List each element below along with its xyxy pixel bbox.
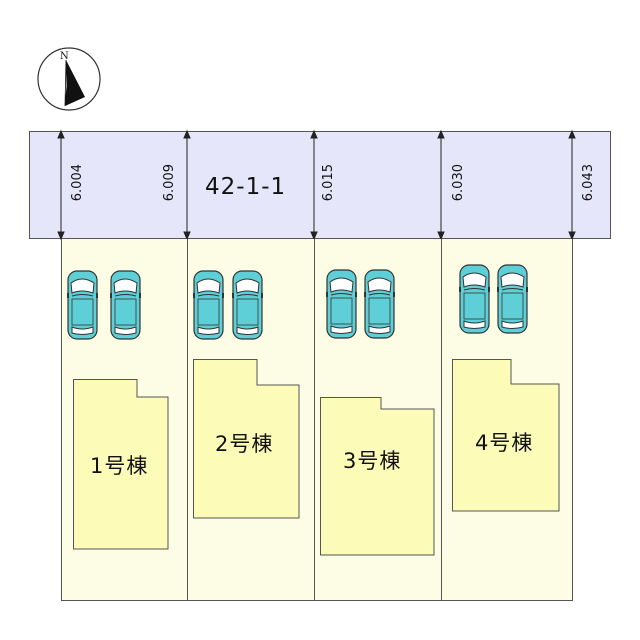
house-label-2: 2号棟 <box>215 432 274 456</box>
compass-north-label: N <box>60 51 69 62</box>
car-icon <box>459 264 490 334</box>
house-footprint-2 <box>193 359 300 519</box>
car-icon <box>193 270 224 340</box>
house-footprint-1 <box>73 379 169 550</box>
car-icon <box>364 269 395 339</box>
road-label: 42-1-1 <box>205 174 287 200</box>
car-icon <box>497 264 528 334</box>
road-area <box>29 131 611 239</box>
road-width-label: 6.043 <box>581 164 596 202</box>
car-icon <box>326 269 357 339</box>
road-width-label: 6.009 <box>162 164 177 202</box>
house-label-3: 3号棟 <box>343 449 402 473</box>
car-icon <box>67 270 98 340</box>
road-width-label: 6.004 <box>70 164 85 202</box>
house-label-4: 4号棟 <box>475 431 534 455</box>
house-footprint-4 <box>452 359 560 512</box>
road-width-label: 6.015 <box>321 164 336 202</box>
house-label-1: 1号棟 <box>90 454 149 478</box>
car-icon <box>232 270 263 340</box>
road-width-label: 6.030 <box>451 164 466 202</box>
road-dimension-lines <box>57 129 576 241</box>
house-footprint-3 <box>320 397 435 556</box>
car-icon <box>110 270 141 340</box>
compass-icon: N <box>37 47 101 111</box>
